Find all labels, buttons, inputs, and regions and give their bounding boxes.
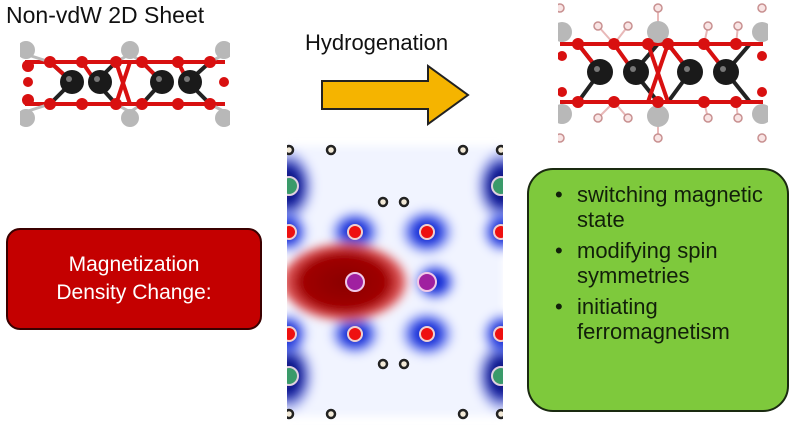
process-arrow-icon: [321, 64, 470, 126]
effect-item: modifying spin symmetries: [553, 238, 777, 288]
effects-box: switching magnetic state modifying spin …: [527, 168, 789, 412]
effect-item: switching magnetic state: [553, 182, 777, 232]
process-label: Hydrogenation: [305, 30, 449, 55]
magnetization-label-line1: Magnetization: [68, 253, 200, 276]
magnetization-label-line2: Density Change:: [56, 281, 212, 304]
effect-item: initiating ferromagnetism: [553, 294, 777, 344]
effects-list: switching magnetic state modifying spin …: [553, 182, 777, 344]
magnetization-density-map: [287, 136, 503, 426]
before-structure-image: [20, 41, 230, 127]
before-structure-title: Non-vdW 2D Sheet: [6, 2, 205, 28]
magnetization-label-box: Magnetization Density Change:: [6, 228, 262, 330]
after-structure-image: [558, 3, 768, 143]
